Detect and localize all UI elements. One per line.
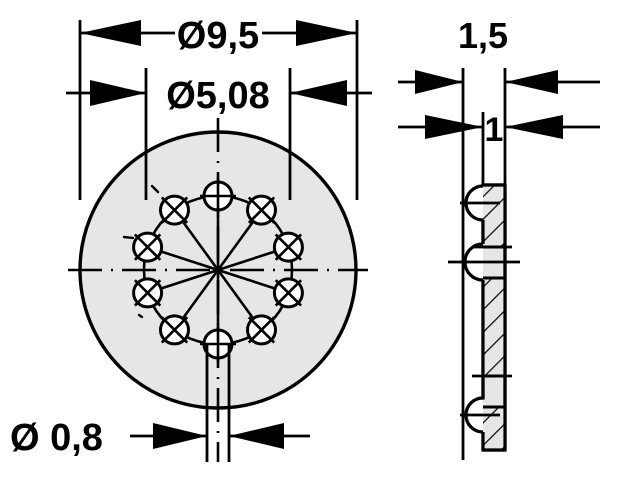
body-thickness-label: 1	[485, 111, 504, 149]
arrow-thickness-left	[415, 70, 463, 94]
section-band-ticks	[472, 245, 512, 378]
arrow-thickness-right	[505, 70, 558, 94]
pin-hole-4	[132, 231, 164, 263]
pin-hole-2	[246, 314, 277, 346]
pin-hole-7	[246, 194, 277, 226]
dimension-bolt-circle: Ø5,08	[66, 68, 372, 200]
arrow-left-inner	[90, 80, 146, 106]
total-thickness-label: 1,5	[458, 15, 508, 56]
arrow-body-right	[505, 115, 563, 139]
outer-diameter-label: Ø9,5	[177, 15, 259, 57]
section-hatch-lower	[483, 407, 505, 450]
pin-hole-6	[272, 277, 304, 309]
arrow-pin-left	[153, 423, 207, 449]
section-body-edges	[481, 183, 507, 452]
section-view-group	[448, 183, 520, 452]
section-hatch-middle	[483, 278, 505, 376]
arrow-body-left	[425, 115, 483, 139]
pin-hole-3	[159, 314, 190, 346]
section-hatch-upper	[483, 185, 505, 247]
construction-arc-hints	[122, 184, 160, 319]
arrow-left-outer	[80, 20, 141, 46]
pin-diameter-label: Ø 0,8	[10, 417, 103, 459]
section-pin-centerlines	[448, 201, 520, 417]
arrow-right-outer	[296, 20, 357, 46]
arrow-right-inner	[290, 80, 347, 106]
pin-hole-1	[272, 231, 304, 263]
dimension-body-thickness: 1	[398, 111, 600, 185]
bolt-circle-diameter-label: Ø5,08	[166, 75, 270, 117]
dimension-pin-diameter: Ø 0,8	[10, 344, 310, 462]
arrow-pin-right	[229, 423, 284, 449]
front-view-group	[68, 118, 368, 462]
dimension-outer-diameter: Ø9,5	[78, 15, 359, 200]
pin-hole-9	[132, 277, 164, 309]
pin-hole-8	[159, 194, 190, 226]
pin-hole-0	[200, 178, 236, 214]
